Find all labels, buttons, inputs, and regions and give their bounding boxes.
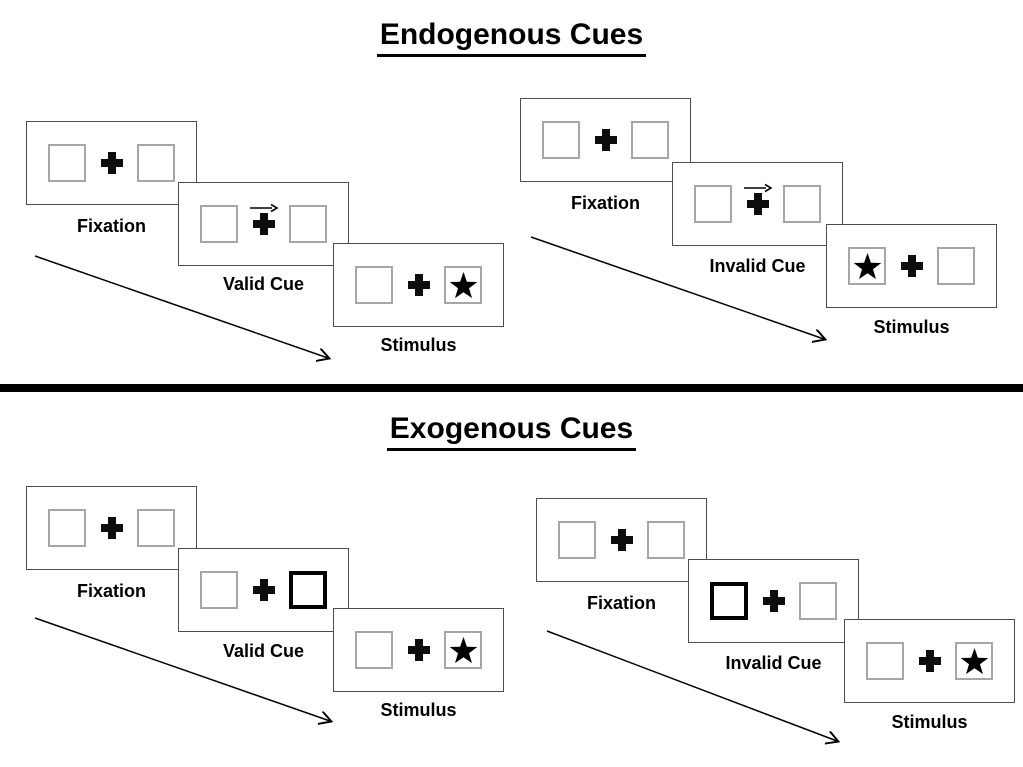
stimulus-label: Stimulus <box>873 317 950 337</box>
fixation-panel <box>536 498 707 582</box>
left-box <box>542 121 580 159</box>
left-box-with-star <box>848 247 886 285</box>
section-divider <box>0 384 1023 392</box>
exogenous-section-heading: Exogenous Cues <box>0 412 1023 451</box>
cue-panel <box>178 182 349 266</box>
fixation-cross-icon <box>407 274 430 296</box>
fixation-cross-icon <box>407 639 430 661</box>
cue-panel <box>672 162 843 246</box>
star-stimulus-icon <box>449 636 477 663</box>
cue-arrow-icon <box>743 183 773 193</box>
right-box <box>799 582 837 620</box>
right-box <box>783 185 821 223</box>
stimulus-panel <box>844 619 1015 703</box>
stimulus-label: Stimulus <box>891 712 968 732</box>
fixation-cross-icon <box>100 152 123 174</box>
left-box <box>694 185 732 223</box>
right-box <box>937 247 975 285</box>
star-stimulus-icon <box>960 647 988 674</box>
timeline-arrow <box>34 617 371 736</box>
right-box <box>647 521 685 559</box>
star-stimulus-icon <box>449 271 477 298</box>
fixation-label: Fixation <box>570 193 640 213</box>
timeline-arrow <box>546 630 881 753</box>
fixation-label: Fixation <box>76 581 146 601</box>
left-box <box>558 521 596 559</box>
left-box <box>866 642 904 680</box>
sequence-exogenous-valid: Fixation Valid Cue Stimulus <box>26 486 516 741</box>
right-box <box>289 205 327 243</box>
right-box <box>137 509 175 547</box>
left-box-cue-highlight <box>710 582 748 620</box>
star-stimulus-icon <box>853 252 881 279</box>
stimulus-panel <box>333 608 504 692</box>
cue-label: Valid Cue <box>222 274 305 294</box>
right-box <box>137 144 175 182</box>
timeline-arrow <box>530 236 865 353</box>
left-box <box>48 509 86 547</box>
fixation-cross-icon <box>594 129 617 151</box>
fixation-cross-icon <box>610 529 633 551</box>
right-box-with-star <box>444 631 482 669</box>
right-box-with-star <box>955 642 993 680</box>
fixation-cross-icon <box>252 213 275 235</box>
left-box <box>355 266 393 304</box>
stimulus-label: Stimulus <box>380 335 457 355</box>
right-box-cue-highlight <box>289 571 327 609</box>
stimulus-panel <box>826 224 997 308</box>
sequence-endogenous-valid: Fixation Valid Cue Stimulus <box>26 121 516 376</box>
fixation-panel <box>520 98 691 182</box>
cue-label: Invalid Cue <box>709 256 806 276</box>
right-box <box>631 121 669 159</box>
fixation-cross-icon <box>100 517 123 539</box>
endogenous-section-heading: Endogenous Cues <box>0 18 1023 57</box>
fixation-cross-icon <box>746 193 769 215</box>
fixation-cross-icon <box>918 650 941 672</box>
fixation-label: Fixation <box>76 216 146 236</box>
timeline-arrow <box>34 255 371 371</box>
cue-label: Valid Cue <box>222 641 305 661</box>
cue-panel <box>688 559 859 643</box>
fixation-cross-icon <box>252 579 275 601</box>
cue-arrow-icon <box>249 203 279 213</box>
stimulus-label: Stimulus <box>380 700 457 720</box>
left-box <box>200 571 238 609</box>
cue-panel <box>178 548 349 632</box>
sequence-endogenous-invalid: Fixation Invalid Cue Stimulus <box>520 98 1010 353</box>
sequence-exogenous-invalid: Fixation Invalid Cue Stimulus <box>536 498 1023 753</box>
endogenous-title: Endogenous Cues <box>376 18 647 57</box>
stimulus-panel <box>333 243 504 327</box>
right-box-with-star <box>444 266 482 304</box>
fixation-cross-icon <box>900 255 923 277</box>
exogenous-title: Exogenous Cues <box>386 412 637 451</box>
fixation-panel <box>26 121 197 205</box>
fixation-label: Fixation <box>586 593 656 613</box>
fixation-cross-icon <box>762 590 785 612</box>
left-box <box>200 205 238 243</box>
left-box <box>48 144 86 182</box>
left-box <box>355 631 393 669</box>
cue-label: Invalid Cue <box>725 653 822 673</box>
fixation-panel <box>26 486 197 570</box>
